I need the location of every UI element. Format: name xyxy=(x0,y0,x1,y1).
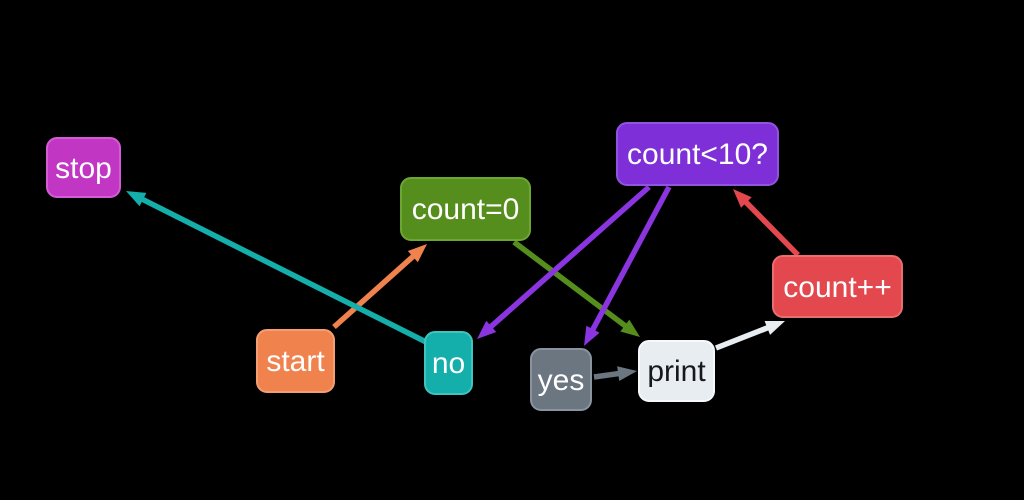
node-count-equals-0[interactable]: count=0 xyxy=(400,177,531,241)
edge-line-print-to-countpp xyxy=(714,323,773,351)
edge-arrowhead-no-to-stop xyxy=(126,191,147,207)
node-count-less-than-10-label: count<10? xyxy=(627,138,768,171)
node-print[interactable]: print xyxy=(638,340,715,402)
node-count-less-than-10[interactable]: count<10? xyxy=(616,122,779,186)
edge-line-countlt10-to-no xyxy=(485,184,651,332)
edge-arrowhead-count0-to-print xyxy=(620,319,640,337)
node-count-plus-plus-label: count++ xyxy=(783,270,892,304)
edge-arrowhead-print-to-countpp xyxy=(764,320,785,335)
node-start-label: start xyxy=(266,345,325,378)
node-no[interactable]: no xyxy=(424,331,473,395)
node-count-plus-plus[interactable]: count++ xyxy=(772,255,903,318)
edge-line-count0-to-print xyxy=(512,239,631,331)
edge-line-no-to-stop xyxy=(137,194,432,347)
edge-arrowhead-countpp-to-countlt10 xyxy=(733,189,752,208)
node-count-equals-0-label: count=0 xyxy=(411,193,520,226)
node-yes-label: yes xyxy=(537,363,585,397)
edge-line-countlt10-to-yes xyxy=(588,185,672,335)
edge-arrowhead-countlt10-to-no xyxy=(477,320,497,339)
edge-arrowhead-start-to-count0 xyxy=(407,244,427,263)
node-stop[interactable]: stop xyxy=(46,137,121,198)
edge-line-countpp-to-countlt10 xyxy=(740,197,800,257)
node-print-label: print xyxy=(647,355,706,388)
edge-line-start-to-count0 xyxy=(332,251,419,330)
edge-arrowhead-countlt10-to-yes xyxy=(584,325,600,346)
node-stop-label: stop xyxy=(55,151,112,185)
node-no-label: no xyxy=(431,347,466,380)
edge-arrowhead-yes-to-print xyxy=(617,366,637,382)
node-start[interactable]: start xyxy=(256,329,335,393)
node-yes[interactable]: yes xyxy=(530,348,592,411)
